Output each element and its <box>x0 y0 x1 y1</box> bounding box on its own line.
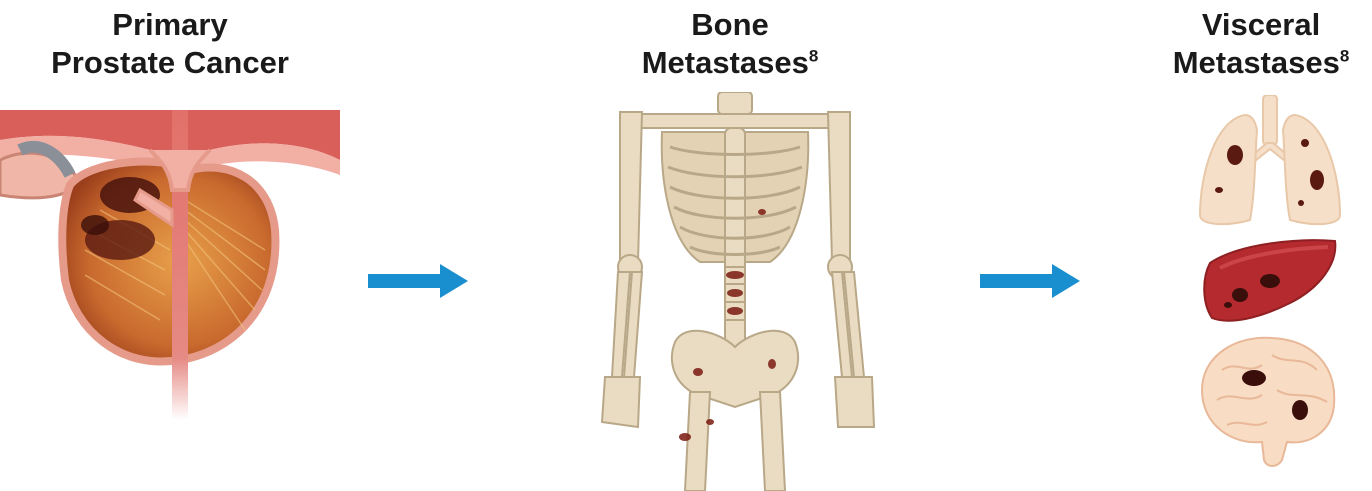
stage-title-bone: Bone Metastases8 <box>600 6 860 82</box>
arrow-right-icon <box>368 264 468 298</box>
stage-title-visceral-line2: Metastases8 <box>1150 44 1372 82</box>
arrow-right-icon <box>980 264 1080 298</box>
bone-footnote-ref: 8 <box>809 47 818 66</box>
stage-title-visceral-text: Metastases <box>1173 45 1340 80</box>
stage-title-primary: Primary Prostate Cancer <box>20 6 320 82</box>
prostate-illustration <box>0 100 340 440</box>
stage-title-bone-text: Metastases <box>642 45 809 80</box>
lungs-illustration <box>1195 95 1345 227</box>
stage-title-bone-line1: Bone <box>600 6 860 44</box>
visceral-footnote-ref: 8 <box>1340 47 1349 66</box>
stage-title-primary-line1: Primary <box>20 6 320 44</box>
skeleton-illustration <box>590 92 880 491</box>
stage-title-visceral-line1: Visceral <box>1150 6 1372 44</box>
brain-illustration <box>1192 330 1342 470</box>
stage-title-bone-line2: Metastases8 <box>600 44 860 82</box>
liver-illustration <box>1200 233 1340 328</box>
stage-title-visceral: Visceral Metastases8 <box>1150 6 1372 82</box>
stage-title-primary-line2: Prostate Cancer <box>20 44 320 82</box>
